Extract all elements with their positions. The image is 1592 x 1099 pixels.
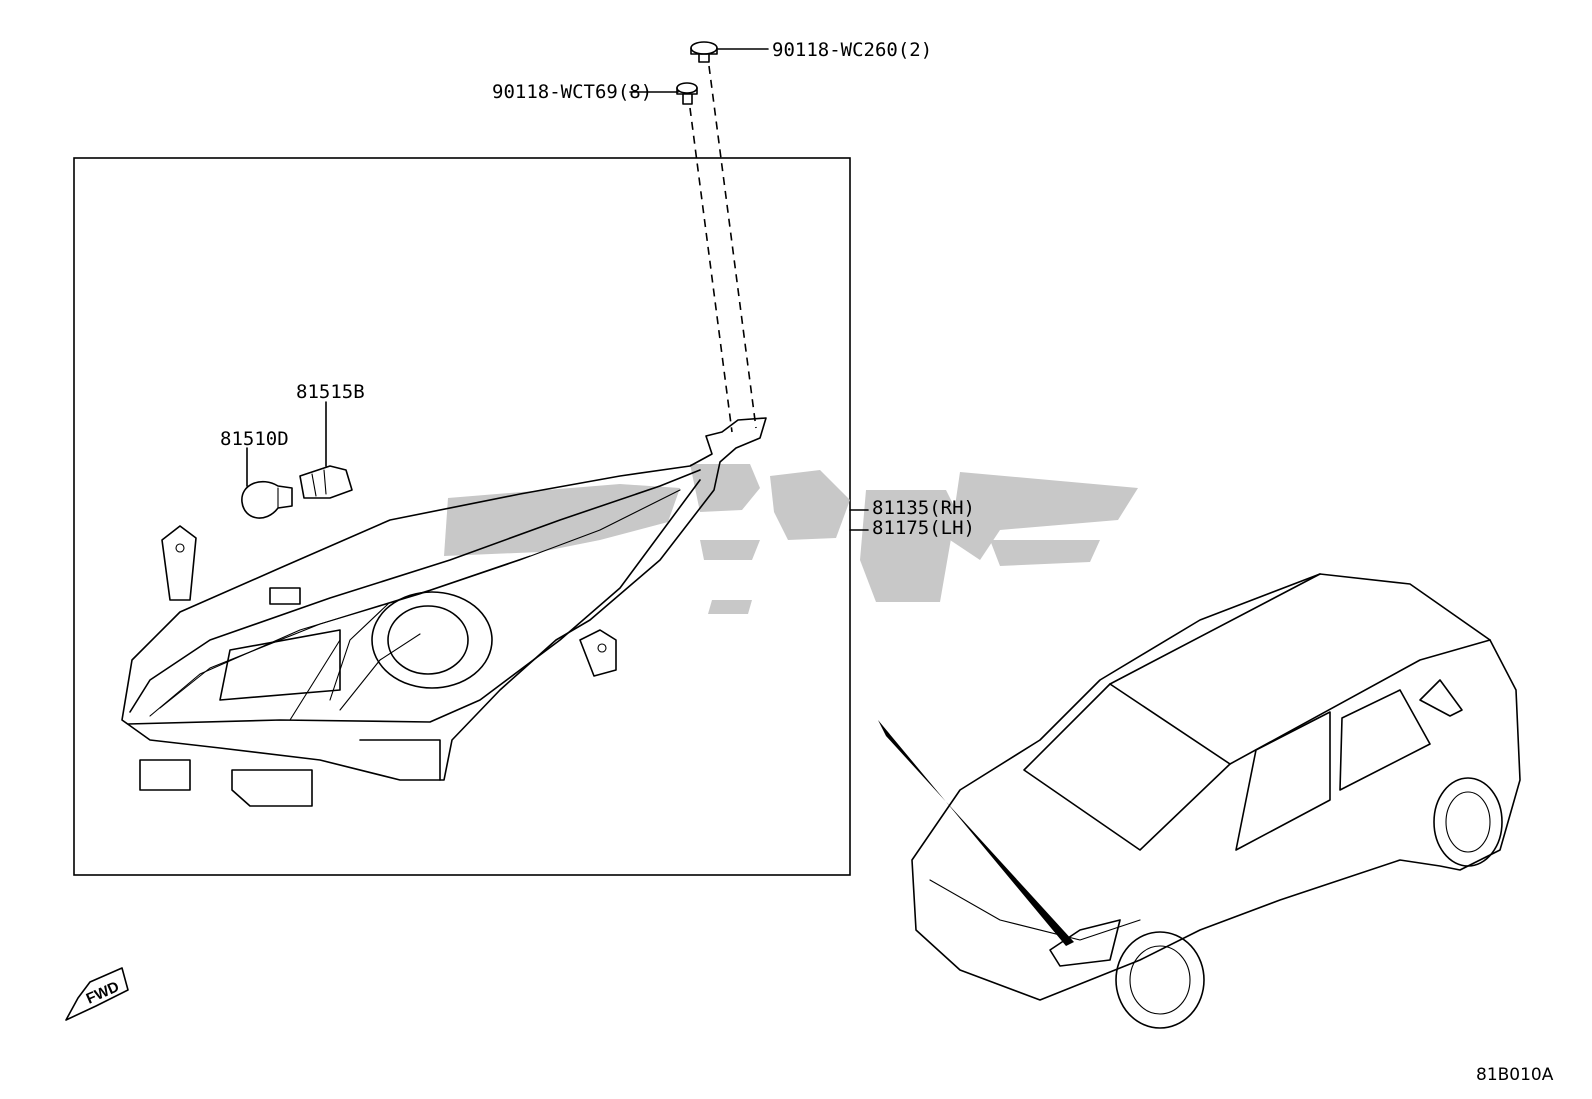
bolt-side-icon — [676, 82, 698, 105]
vehicle-icon — [911, 573, 1521, 1029]
bolt-top-icon — [690, 41, 718, 63]
part-label-bolt-side: 90118-WCT69(8) — [492, 81, 652, 103]
watermark-logo — [444, 464, 1138, 614]
headlamp-assembly-drawing — [121, 417, 767, 807]
forward-arrow-icon: FWD — [65, 967, 129, 1021]
part-label-headlamp-lh: 81175(LH) — [872, 517, 975, 539]
part-label-socket: 81515B — [296, 381, 365, 403]
location-pointer-arrow — [878, 720, 1074, 946]
part-label-headlamp-rh: 81135(RH) — [872, 497, 975, 519]
part-label-bolt-top: 90118-WC260(2) — [772, 39, 932, 61]
part-label-bulb: 81510D — [220, 428, 289, 450]
assembly-frame — [73, 157, 851, 876]
bulb-socket-icon — [299, 465, 353, 499]
bulb-icon — [241, 480, 293, 519]
diagram-reference-code: 81B010A — [1476, 1065, 1554, 1085]
